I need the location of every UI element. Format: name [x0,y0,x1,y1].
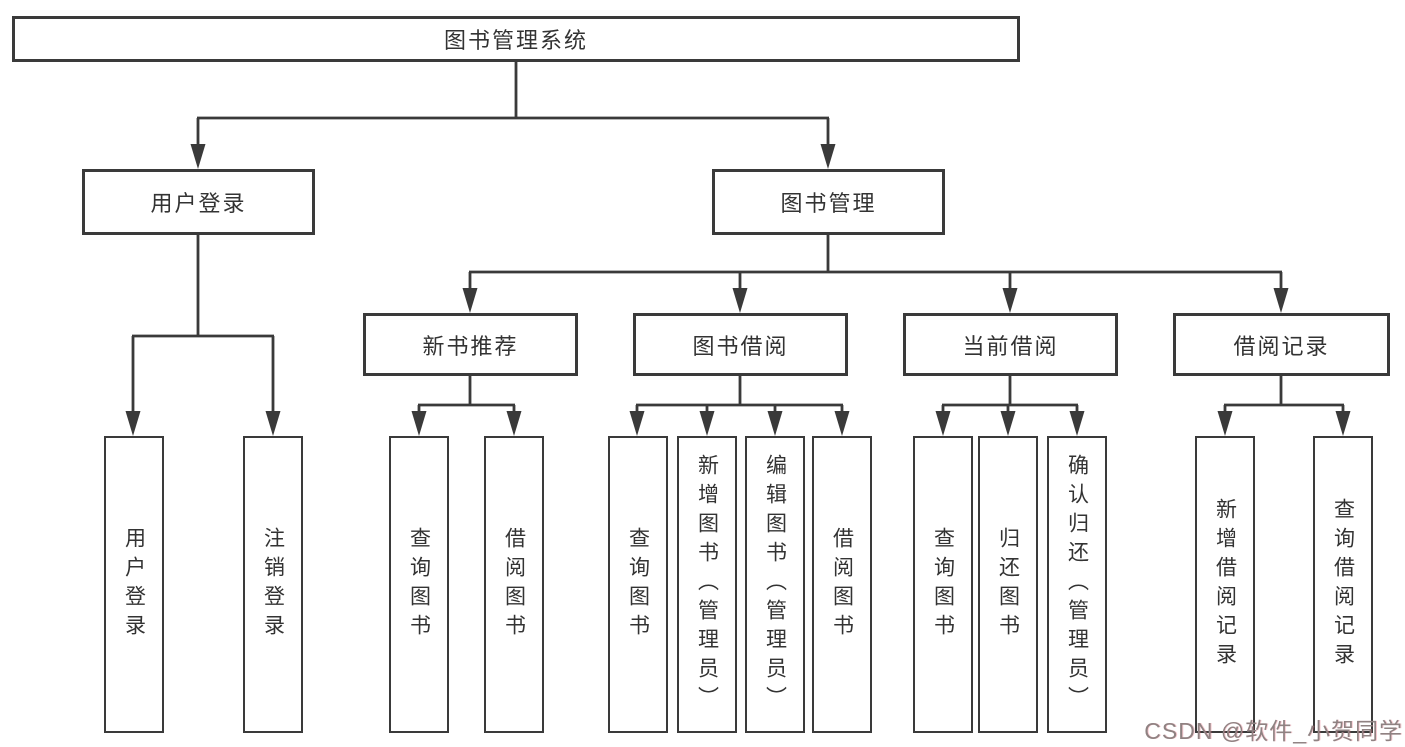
node-label-root: 图书管理系统 [443,28,588,53]
leaf-box-confirm-return-admin: 确认归还（管理员） [1047,436,1107,733]
arrowhead-icon [411,411,427,436]
leaf-box-borrow-books-2: 借阅图书 [812,436,872,733]
node-label-borrowing-records: 借阅记录 [1233,333,1330,359]
arrowhead-icon [125,411,141,436]
node-box-root: 图书管理系统 [12,16,1020,62]
arrowhead-icon [1069,411,1085,436]
arrowhead-icon [1000,411,1016,436]
arrowhead-icon [834,411,850,436]
leaf-box-borrow-books-1: 借阅图书 [484,436,544,733]
arrowhead-icon [506,411,522,436]
leaf-box-query-books-3: 查询图书 [913,436,973,733]
leaf-label-return-books: 归还图书 [996,526,1020,643]
node-box-borrowing-records: 借阅记录 [1173,313,1390,376]
arrowhead-icon [629,411,645,436]
leaf-box-user-login: 用户登录 [104,436,164,733]
arrowhead-icon [935,411,951,436]
node-label-book-borrowing: 图书借阅 [692,333,789,359]
leaf-box-add-borrow-record: 新增借阅记录 [1195,436,1255,733]
leaf-box-query-books-1: 查询图书 [389,436,449,733]
leaf-label-borrow-books-1: 借阅图书 [502,526,526,643]
arrowhead-icon [1335,411,1351,436]
node-box-user-login: 用户登录 [82,169,315,235]
leaf-box-add-book-admin: 新增图书（管理员） [677,436,737,733]
leaf-box-logout: 注销登录 [243,436,303,733]
node-label-new-book-recommend: 新书推荐 [422,333,519,359]
arrowhead-icon [820,144,836,169]
arrowhead-icon [732,288,748,313]
arrowhead-icon [767,411,783,436]
node-box-current-borrowing: 当前借阅 [903,313,1118,376]
node-label-book-management: 图书管理 [780,191,877,216]
leaf-box-return-books: 归还图书 [978,436,1038,733]
leaf-label-add-borrow-record: 新增借阅记录 [1213,497,1237,672]
node-label-user-login: 用户登录 [150,191,247,216]
leaf-label-edit-book-admin: 编辑图书（管理员） [763,454,787,715]
leaf-label-logout: 注销登录 [261,526,285,643]
leaf-box-edit-book-admin: 编辑图书（管理员） [745,436,805,733]
arrowhead-icon [190,144,206,169]
node-box-book-management: 图书管理 [712,169,945,235]
leaf-label-query-borrow-record: 查询借阅记录 [1331,497,1355,672]
arrowhead-icon [1002,288,1018,313]
csdn-watermark: CSDN @软件_小贺同学 [1144,718,1403,744]
leaf-label-query-books-1: 查询图书 [407,526,431,643]
arrowhead-icon [699,411,715,436]
leaf-label-add-book-admin: 新增图书（管理员） [695,454,719,715]
leaf-label-query-books-2: 查询图书 [626,526,650,643]
node-label-current-borrowing: 当前借阅 [962,333,1059,359]
arrowhead-icon [1217,411,1233,436]
arrowhead-icon [265,411,281,436]
leaf-label-user-login: 用户登录 [122,526,146,643]
leaf-label-confirm-return-admin: 确认归还（管理员） [1065,454,1089,715]
leaf-box-query-books-2: 查询图书 [608,436,668,733]
node-box-book-borrowing: 图书借阅 [633,313,848,376]
leaf-label-query-books-3: 查询图书 [931,526,955,643]
leaf-box-query-borrow-record: 查询借阅记录 [1313,436,1373,733]
arrowhead-icon [1273,288,1289,313]
leaf-label-borrow-books-2: 借阅图书 [830,526,854,643]
arrowhead-icon [462,288,478,313]
node-box-new-book-recommend: 新书推荐 [363,313,578,376]
